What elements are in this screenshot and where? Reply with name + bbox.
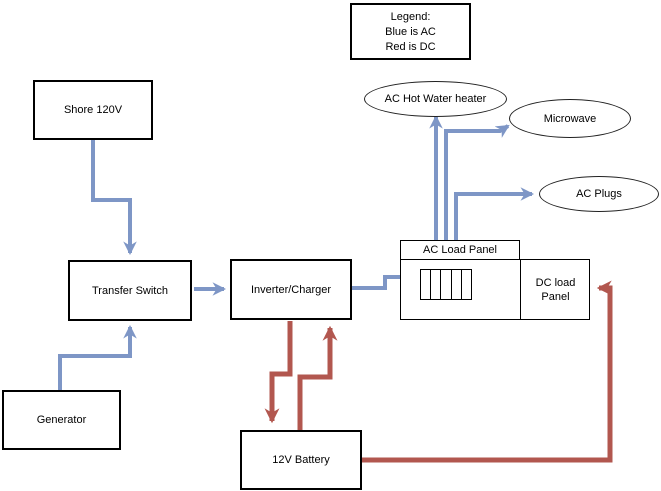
node-ac-plugs: AC Plugs [539, 176, 659, 212]
legend-line-dc: Red is DC [385, 41, 436, 53]
breaker-cell [452, 270, 462, 299]
node-dc-load-panel: DC load Panel [521, 259, 590, 320]
breaker-grid [420, 269, 472, 300]
node-12v-battery-label: 12V Battery [272, 454, 330, 466]
legend-title: Legend: [390, 11, 431, 23]
wire-inverter-to-battery [264, 321, 293, 424]
wire-panel-to-microwave [444, 124, 510, 269]
wire-battery-to-inverter [297, 325, 338, 430]
node-inverter-charger-label: Inverter/Charger [250, 283, 332, 296]
node-ac-hot-water-heater-label: AC Hot Water heater [384, 93, 487, 105]
node-ac-plugs-label: AC Plugs [576, 188, 622, 200]
node-generator-label: Generator [36, 414, 87, 426]
node-12v-battery: 12V Battery [240, 430, 362, 490]
wire-generator-to-transfer [58, 324, 137, 390]
wire-shore-to-transfer [91, 140, 137, 256]
breaker-cell [462, 270, 471, 299]
breaker-cell [441, 270, 452, 299]
node-ac-hot-water-heater: AC Hot Water heater [364, 81, 507, 117]
node-ac-load-panel: AC Load Panel [400, 240, 520, 260]
node-transfer-switch: Transfer Switch [68, 260, 192, 321]
wire-battery-to-dc-panel [362, 280, 613, 463]
breaker-cell [421, 270, 432, 299]
node-shore-120v-label: Shore 120V [63, 104, 123, 116]
breaker-cell [431, 270, 442, 299]
node-shore-120v: Shore 120V [33, 80, 153, 140]
load-panel-divider [520, 259, 521, 320]
node-ac-load-panel-label: AC Load Panel [423, 244, 497, 256]
node-generator: Generator [2, 390, 121, 450]
node-dc-load-panel-label: DC load Panel [535, 276, 576, 303]
legend-box: Legend: Blue is AC Red is DC [350, 3, 471, 60]
node-transfer-switch-label: Transfer Switch [91, 284, 168, 297]
legend-line-ac: Blue is AC [385, 26, 436, 38]
node-inverter-charger: Inverter/Charger [230, 259, 352, 320]
wire-inverter-to-ac-panel [352, 270, 415, 290]
node-microwave: Microwave [509, 99, 631, 138]
node-microwave-label: Microwave [543, 112, 597, 125]
